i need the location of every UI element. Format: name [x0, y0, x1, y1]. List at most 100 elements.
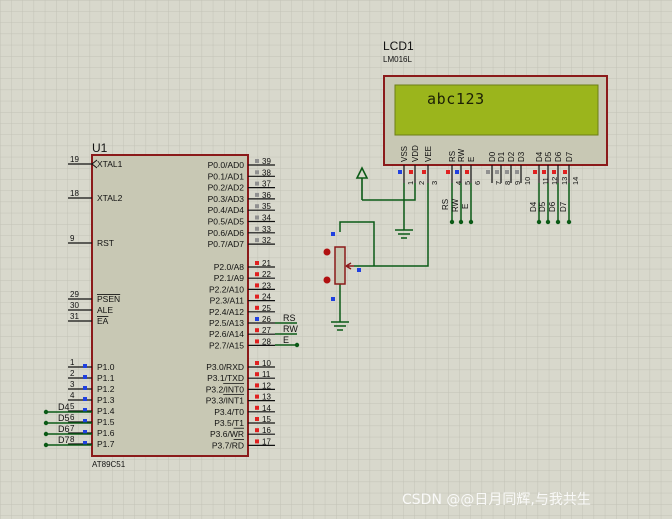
- pin-state-indicator: [255, 272, 259, 277]
- u1-pin-number: 37: [262, 180, 271, 189]
- potentiometer-increase-control-icon[interactable]: [323, 248, 331, 256]
- lcd-pin-name: RW: [457, 148, 466, 162]
- pin-state-indicator: [255, 159, 259, 163]
- u1-pin-number: 27: [262, 326, 271, 335]
- net-label-lcd-e: E: [461, 204, 470, 209]
- u1-pin-number: 11: [262, 370, 271, 379]
- pin-state-indicator: [455, 170, 459, 174]
- u1-pin-name: P1.7: [97, 439, 115, 449]
- lcd-pin-number: 8: [503, 181, 512, 185]
- u1-reference-label: U1: [92, 141, 108, 155]
- pin-state-indicator: [255, 394, 259, 399]
- lcd-reference-label: LCD1: [383, 39, 414, 53]
- lcd-display-text: abc123: [427, 90, 485, 108]
- u1-pin-name: P2.2/A10: [209, 284, 244, 294]
- u1-pin-number: 17: [262, 437, 271, 446]
- lcd-screen: [394, 84, 599, 136]
- pin-state-indicator: [83, 386, 87, 390]
- u1-pin-number: 21: [262, 259, 271, 268]
- net-label-d5: D5: [58, 413, 70, 423]
- ground-icon: [331, 321, 349, 331]
- net-label-d4: D4: [58, 402, 70, 412]
- u1-pin-number: 19: [70, 155, 79, 164]
- net-label-d6: D6: [58, 424, 70, 434]
- u1-pin-name: P2.0/A8: [214, 262, 245, 272]
- pin-state-indicator: [495, 170, 499, 174]
- net-label-lcd-d7: D7: [559, 201, 568, 212]
- lcd-pin-number: 10: [523, 177, 532, 185]
- pin-state-indicator: [542, 170, 546, 174]
- pin-state-indicator: [83, 430, 87, 434]
- lcd-pin-name: D3: [517, 151, 526, 162]
- lcd-pin-name: D6: [554, 151, 563, 162]
- pin-state-indicator: [83, 364, 87, 368]
- lcd-pin-name: D4: [535, 151, 544, 162]
- pin-state-indicator: [331, 297, 335, 301]
- net-label-rs: RS: [283, 313, 296, 323]
- pin-state-indicator: [83, 397, 87, 401]
- u1-pin-number: 28: [262, 337, 271, 346]
- lcd1-display-module[interactable]: LCD1 LM016L abc123 VSS1VDD2VEE3RS4RW5E6D…: [383, 39, 608, 185]
- lcd-pin-row: VSS1VDD2VEE3RS4RW5E6D07D18D29D310D411D51…: [398, 145, 580, 185]
- u1-pin-name: EA: [97, 316, 109, 326]
- lcd-pin-name: D5: [544, 151, 553, 162]
- pin-state-indicator: [83, 419, 87, 423]
- pin-state-indicator: [255, 428, 259, 433]
- u1-pin-number: 9: [70, 234, 75, 243]
- junctions: [43, 219, 572, 448]
- u1-pin-number: 12: [262, 381, 271, 390]
- lcd-pin-name: D7: [565, 151, 574, 162]
- pin-state-indicator: [255, 192, 259, 197]
- potentiometer-decrease-control-icon[interactable]: [323, 276, 331, 284]
- pin-state-indicator: [255, 328, 259, 333]
- u1-pin-name: XTAL1: [97, 159, 123, 169]
- ground-icon: [395, 229, 413, 239]
- u1-pin-name: P1.3: [97, 395, 115, 405]
- lcd-pin-name: D1: [497, 151, 506, 162]
- pin-state-indicator: [255, 204, 259, 209]
- u1-part-label: AT89C51: [92, 460, 126, 469]
- u1-body[interactable]: [91, 154, 249, 457]
- pin-state-indicator: [552, 170, 556, 174]
- u1-pin-number: 29: [70, 290, 79, 299]
- lcd-pin-name: VEE: [424, 146, 433, 162]
- pin-state-indicator: [255, 417, 259, 421]
- u1-pin-number: 35: [262, 202, 271, 211]
- u1-pin-name: RST: [97, 238, 114, 248]
- pin-state-indicator: [83, 375, 87, 379]
- u1-pin-name: P1.4: [97, 406, 115, 416]
- u1-pin-number: 38: [262, 168, 271, 177]
- u1-pin-number: 31: [70, 312, 79, 321]
- u1-pin-name: P2.7/A15: [209, 340, 244, 350]
- u1-pin-name: P3.1/TXD: [207, 373, 244, 383]
- u1-pin-number: 22: [262, 270, 271, 279]
- u1-pin-name: P2.5/A13: [209, 318, 244, 328]
- lcd-pin-number: 4: [454, 181, 463, 185]
- u1-pin-name: P1.2: [97, 384, 115, 394]
- u1-pin-name: P3.3/INT1: [206, 396, 245, 406]
- u1-pin-number: 18: [70, 189, 79, 198]
- lcd-pin-number: 3: [430, 181, 439, 185]
- potentiometer[interactable]: [323, 232, 362, 301]
- u1-pin-number: 24: [262, 293, 271, 302]
- u1-pin-name: P2.4/A12: [209, 307, 244, 317]
- lcd-bus-net-labels: RS RW E D4 D5 D6 D7: [441, 198, 568, 212]
- u1-pin-name: P0.0/AD0: [208, 160, 245, 170]
- u1-right-pins: 39P0.0/AD038P0.1/AD137P0.2/AD236P0.3/AD3…: [206, 157, 275, 450]
- pin-state-indicator: [255, 361, 259, 365]
- u1-pin-name: P0.1/AD1: [208, 171, 245, 181]
- u1-pin-name: P2.6/A14: [209, 329, 244, 339]
- u1-pin-number: 5: [70, 402, 75, 411]
- lcd-pin-name: VDD: [411, 145, 420, 162]
- potentiometer-body[interactable]: [334, 246, 346, 285]
- pin-state-indicator: [446, 170, 450, 174]
- u1-pin-number: 32: [262, 236, 271, 245]
- u1-pin-number: 6: [70, 413, 75, 422]
- net-label-rw: RW: [283, 324, 298, 334]
- net-label-lcd-d6: D6: [548, 201, 557, 212]
- pin-state-indicator: [83, 408, 87, 412]
- lcd-pin-number: 14: [571, 177, 580, 185]
- u1-pin-name: P0.4/AD4: [208, 205, 245, 215]
